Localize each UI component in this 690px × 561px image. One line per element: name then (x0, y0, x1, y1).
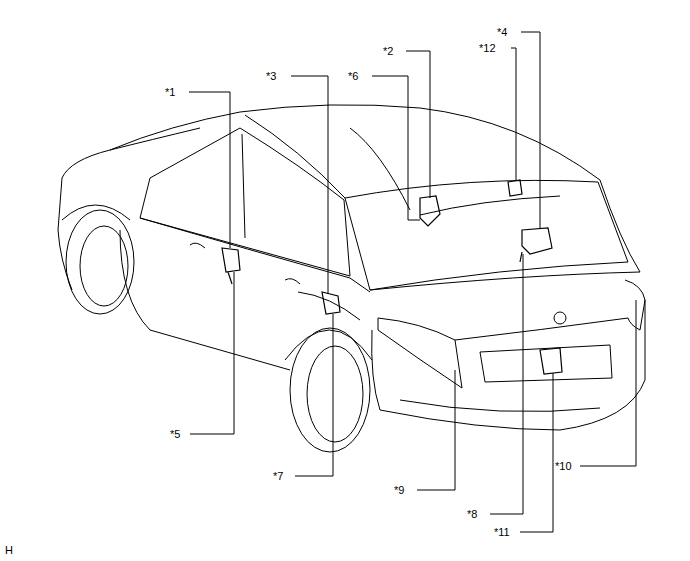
callout-number: *5 (170, 428, 180, 440)
callout-number: *10 (555, 460, 572, 472)
callout-number: *1 (165, 86, 175, 98)
callout-number: *7 (273, 470, 283, 482)
callout-number: *4 (497, 26, 507, 38)
callout-number: *6 (348, 70, 358, 82)
callout-number: *12 (479, 42, 496, 54)
callout-number: *11 (494, 526, 510, 538)
callout-number: *2 (383, 45, 393, 57)
figure-code: H (5, 544, 13, 556)
callout-number: *3 (266, 70, 276, 82)
callout-number: *8 (467, 508, 477, 520)
callout-number: *9 (394, 484, 404, 496)
